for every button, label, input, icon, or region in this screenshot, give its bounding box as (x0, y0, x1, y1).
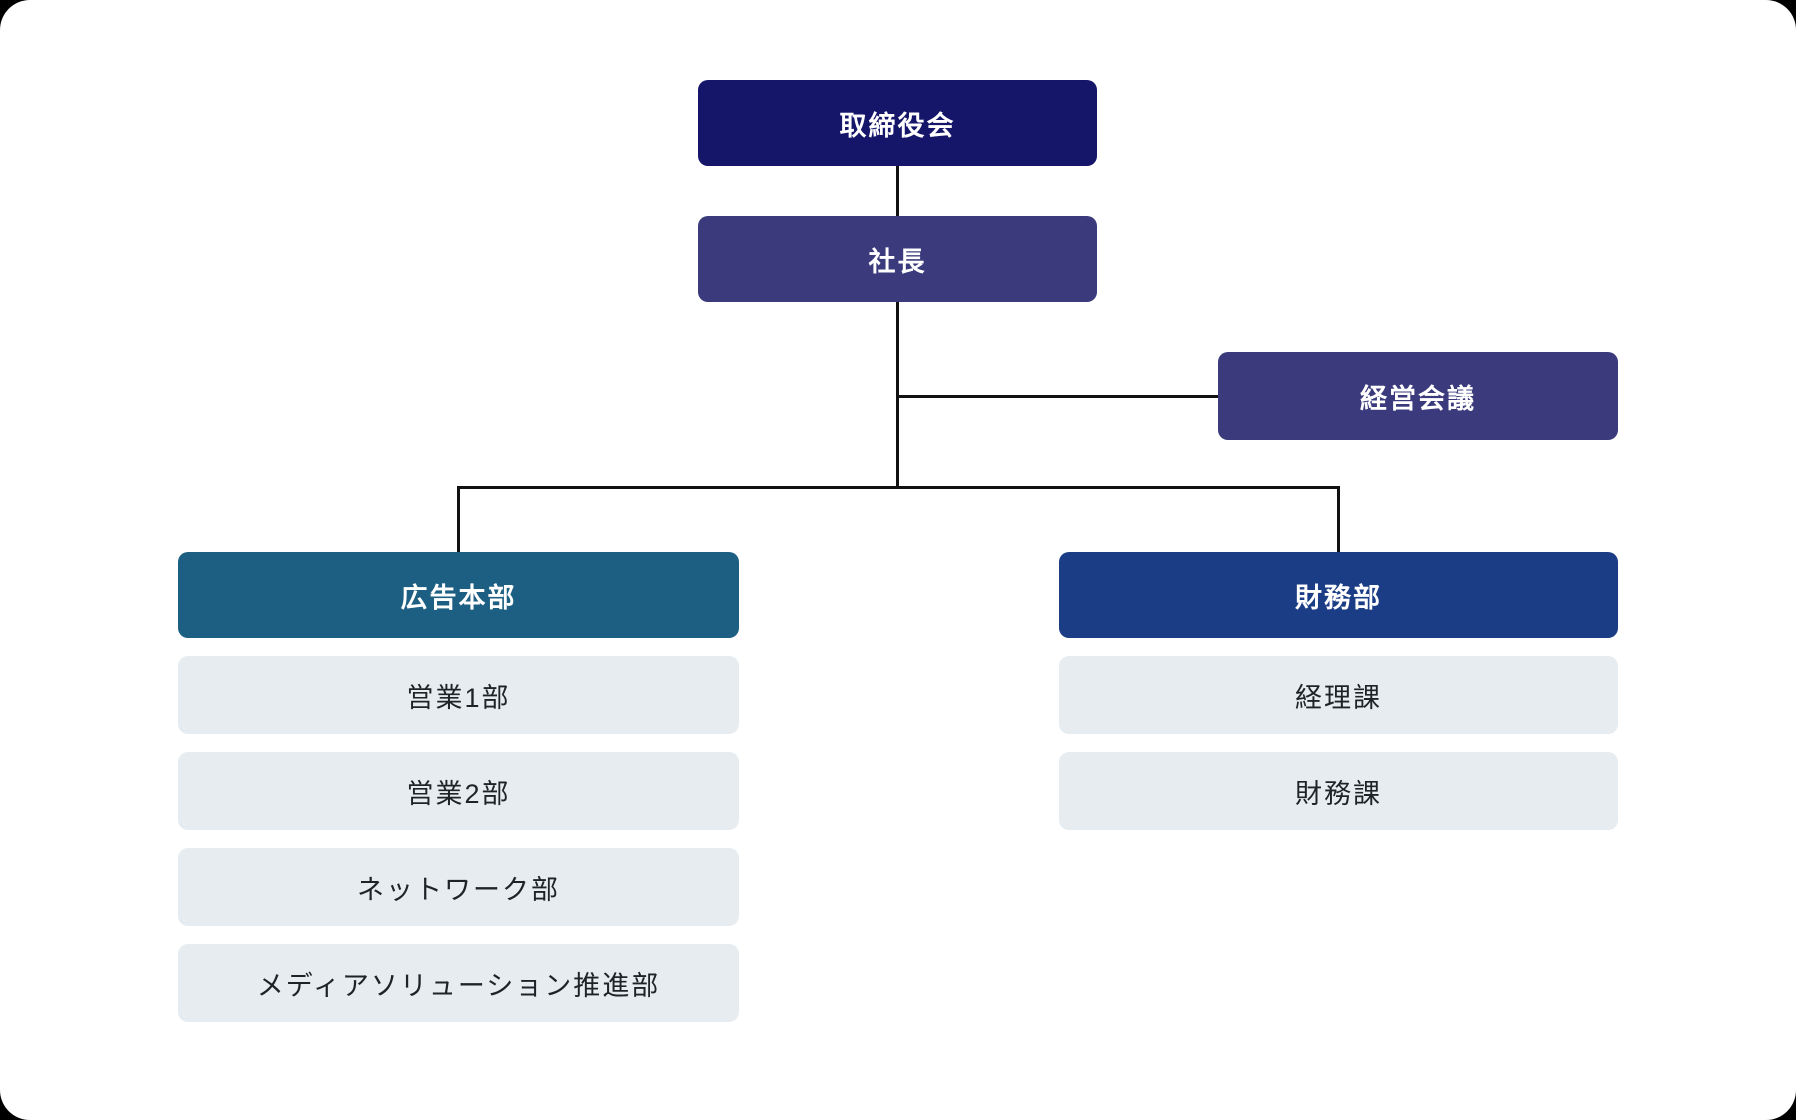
node-media-solution-dept: メディアソリューション推進部 (178, 944, 739, 1022)
node-finance-section: 財務課 (1059, 752, 1618, 830)
node-sales-dept-1: 営業1部 (178, 656, 739, 734)
connector-to-management-meeting (897, 395, 1218, 398)
node-network-dept-label: ネットワーク部 (357, 874, 560, 905)
node-finance-section-label: 財務課 (1295, 778, 1382, 809)
node-advertising-division: 広告本部 (178, 552, 739, 638)
node-president: 社長 (698, 216, 1097, 302)
node-board-of-directors-label: 取締役会 (839, 110, 956, 141)
node-network-dept: ネットワーク部 (178, 848, 739, 926)
node-sales-dept-1-label: 営業1部 (406, 682, 511, 713)
connector-drop-ad-division (457, 486, 460, 552)
connector-board-to-president (896, 166, 899, 216)
node-sales-dept-2: 営業2部 (178, 752, 739, 830)
node-advertising-division-label: 広告本部 (400, 582, 517, 613)
node-board-of-directors: 取締役会 (698, 80, 1097, 166)
node-sales-dept-2-label: 営業2部 (406, 778, 511, 809)
node-finance-department-label: 財務部 (1295, 582, 1382, 613)
node-media-solution-dept-label: メディアソリューション推進部 (256, 970, 661, 1001)
node-management-meeting: 経営会議 (1218, 352, 1618, 440)
node-president-label: 社長 (868, 246, 927, 277)
connector-drop-finance (1337, 486, 1340, 552)
node-finance-department: 財務部 (1059, 552, 1618, 638)
node-management-meeting-label: 経営会議 (1360, 383, 1476, 414)
connector-branch-horizontal (457, 486, 1340, 489)
node-accounting-section-label: 経理課 (1295, 682, 1382, 713)
node-accounting-section: 経理課 (1059, 656, 1618, 734)
